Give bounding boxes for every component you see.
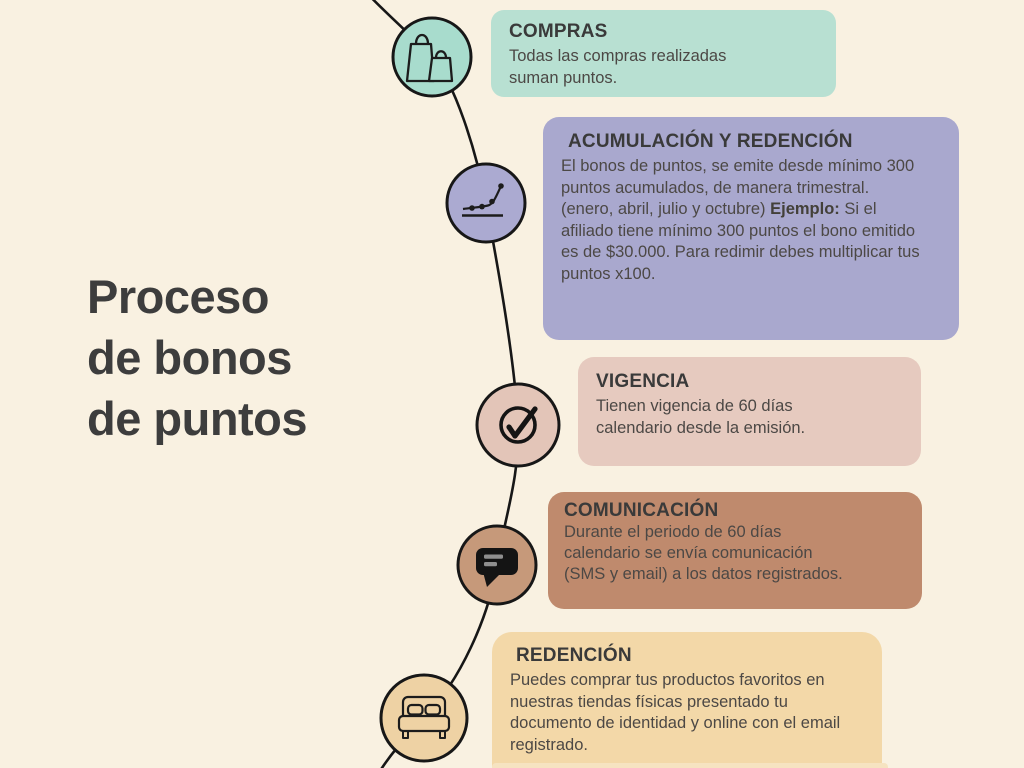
body-text-segment: Si el afiliado tiene mínimo 300 puntos e… (561, 200, 920, 283)
card-comunicacion-body: Durante el periodo de 60 días calendario… (564, 523, 843, 583)
step-2-node (445, 162, 527, 244)
card-compras-body: Todas las compras realizadas suman punto… (509, 47, 727, 87)
step-4-node (456, 524, 538, 606)
chat-bubble-icon (476, 548, 518, 587)
card-acumulacion-heading: ACUMULACIÓN Y REDENCIÓN (568, 131, 853, 152)
card-compras-heading: COMPRAS (509, 21, 608, 42)
step-1-node (391, 16, 473, 98)
check-circle-icon (499, 406, 538, 444)
shopping-bags-icon (405, 33, 454, 83)
body-bold-segment: Ejemplo: (770, 200, 840, 218)
step-3-node (475, 382, 561, 468)
line-chart-icon (462, 183, 504, 217)
card-redencion: REDENCIÓN Puedes comprar tus productos f… (492, 632, 882, 768)
step-3-circle (475, 382, 561, 468)
card-comunicacion-heading: COMUNICACIÓN (564, 500, 719, 521)
body-text-segment: El bonos de puntos, se emite desde mínim… (561, 157, 915, 218)
step-2-circle (445, 162, 527, 244)
card-redencion-body: Puedes comprar tus productos favoritos e… (510, 671, 841, 754)
timeline-curve (371, 0, 520, 768)
card-compras: COMPRAS Todas las compras realizadas sum… (491, 10, 836, 97)
card-vigencia-body: Tienen vigencia de 60 días calendario de… (596, 397, 806, 437)
card-vigencia: VIGENCIA Tienen vigencia de 60 días cale… (578, 357, 921, 466)
bed-icon (397, 695, 451, 739)
card-comunicacion: COMUNICACIÓN Durante el periodo de 60 dí… (548, 492, 922, 609)
card-redencion-heading: REDENCIÓN (516, 645, 632, 666)
page-title: Proceso de bonos de puntos (87, 270, 308, 445)
card-vigencia-heading: VIGENCIA (596, 371, 690, 392)
card-acumulacion: ACUMULACIÓN Y REDENCIÓN El bonos de punt… (543, 117, 959, 340)
card-acumulacion-body: El bonos de puntos, se emite desde mínim… (561, 156, 925, 285)
step-5-node (379, 673, 469, 763)
next-card-peek (492, 763, 888, 768)
